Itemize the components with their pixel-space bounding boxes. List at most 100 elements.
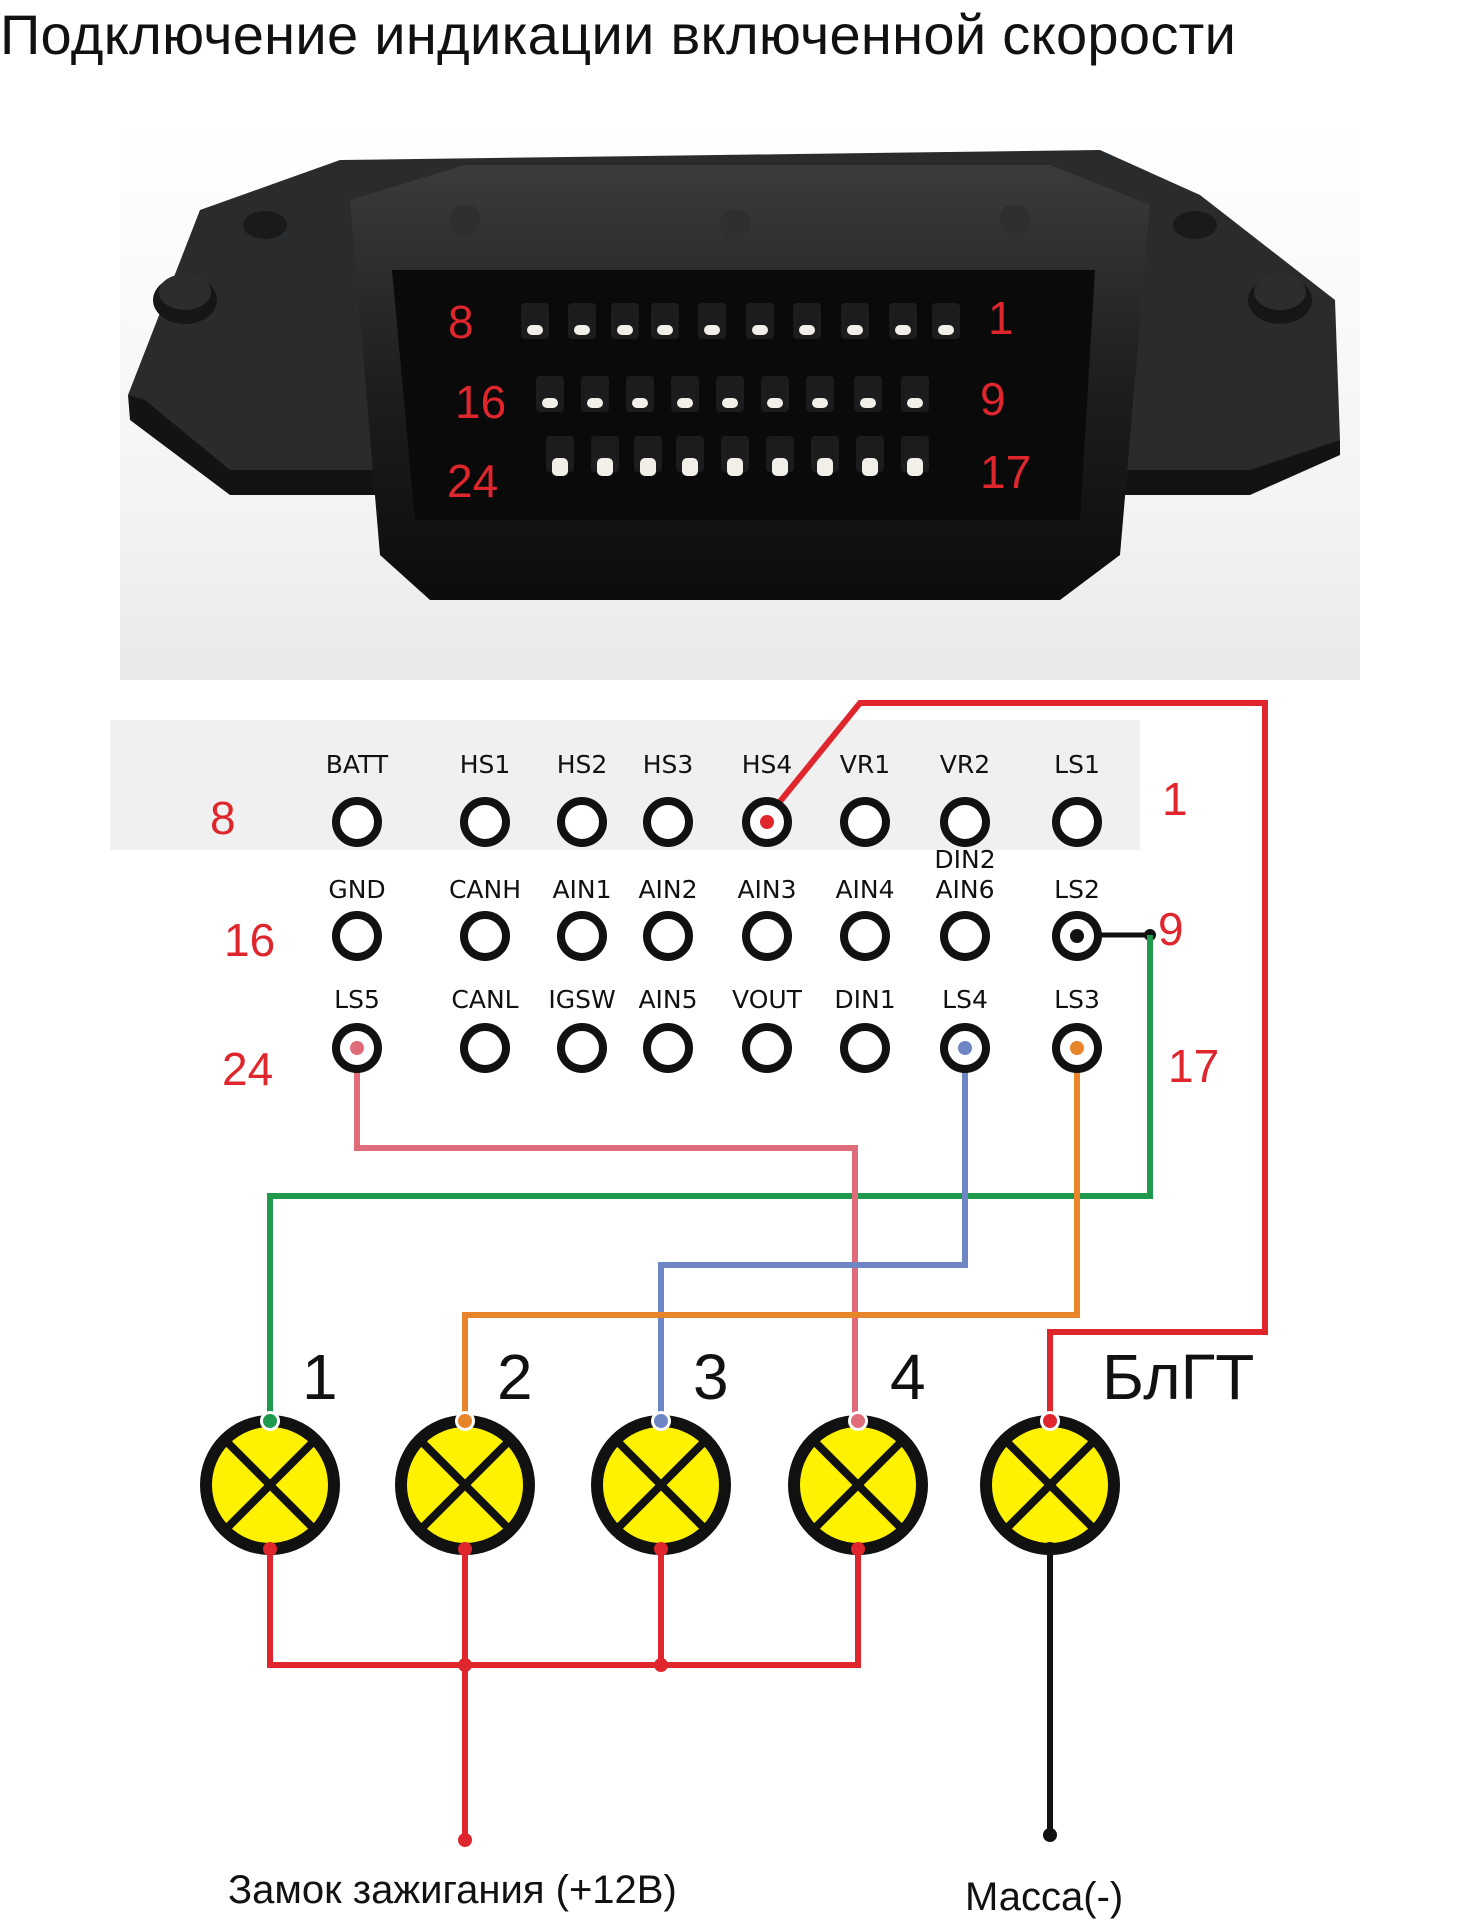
photo-pin-terminal (812, 398, 828, 408)
pin-wire-dot (958, 1041, 972, 1055)
lamp-bottom-dot (1043, 1542, 1057, 1556)
lamp-label: 3 (693, 1341, 729, 1413)
pin-label-ls5: LS5 (334, 985, 380, 1014)
lamp-bottom-dot (458, 1542, 472, 1556)
photo-label-8: 8 (448, 296, 474, 348)
pin-label-ain6: AIN6 (935, 875, 994, 904)
lamp-bottom-dot (654, 1542, 668, 1556)
photo-pin-terminal (752, 325, 768, 335)
photo-pin-terminal (617, 325, 633, 335)
pin-label-ls1: LS1 (1054, 750, 1100, 779)
photo-label-1: 1 (988, 292, 1014, 344)
row-number-9: 9 (1158, 903, 1184, 955)
photo-pin-terminal (799, 325, 815, 335)
pin-label-canl: CANL (451, 985, 518, 1014)
pin-ls1 (1052, 797, 1102, 847)
lamp-label: 4 (890, 1341, 926, 1413)
photo-pin-terminal (938, 325, 954, 335)
lamp-label: БлГТ (1102, 1341, 1254, 1413)
row-number-1: 1 (1162, 773, 1188, 825)
photo-pin-terminal (907, 458, 923, 476)
lamp-terminal-dot (851, 1414, 865, 1428)
pin-label-vr2: VR2 (940, 750, 990, 779)
photo-pin-terminal (862, 458, 878, 476)
pin-label-ls4: LS4 (942, 985, 988, 1014)
row-number-24: 24 (222, 1043, 273, 1095)
wire-orange (462, 1048, 1080, 1420)
pin-igsw (557, 1023, 607, 1073)
pin-ain2 (643, 911, 693, 961)
photo-pin-terminal (817, 458, 833, 476)
pin-label-vout: VOUT (732, 985, 803, 1014)
photo-pin-terminal (640, 458, 656, 476)
photo-pin-terminal (677, 398, 693, 408)
page-title: Подключение индикации включенной скорост… (0, 3, 1237, 66)
photo-pin-terminal (727, 458, 743, 476)
lamp-cross-line (613, 1437, 709, 1533)
pin-din2 (940, 911, 990, 961)
lamp-terminal-dot (1043, 1414, 1057, 1428)
photo-pin-terminal (704, 325, 720, 335)
wire-green (267, 935, 1153, 1420)
pin-label-hs1: HS1 (460, 750, 511, 779)
wires (267, 700, 1268, 1840)
lamp-cross-line (810, 1437, 906, 1533)
pin-hs3 (643, 797, 693, 847)
pin-vout (742, 1023, 792, 1073)
wire-pink (354, 1048, 858, 1420)
junction-dot-bus-3 (654, 1658, 668, 1672)
pin-label-ain2: AIN2 (638, 875, 697, 904)
lamp-1: 1 (200, 1341, 340, 1556)
lamp-4: 4 (788, 1341, 928, 1556)
connector-photo: 8 1 16 9 24 17 (120, 120, 1360, 680)
photo-pin-terminal (574, 325, 590, 335)
pin-label-din2: DIN2 (934, 845, 995, 874)
photo-pin-terminal (847, 325, 863, 335)
pin-label-igsw: IGSW (548, 985, 615, 1014)
photo-pin-terminal (767, 398, 783, 408)
photo-pin-terminal (527, 325, 543, 335)
lamp-3: 3 (591, 1341, 731, 1556)
lamp-bottom-dot (263, 1542, 277, 1556)
photo-pin-terminal (587, 398, 603, 408)
pin-label-canh: CANH (449, 875, 521, 904)
pin-gnd (332, 911, 382, 961)
photo-pin-terminal (657, 325, 673, 335)
lamp-terminal-dot (263, 1414, 277, 1428)
lamp-5: БлГТ (980, 1341, 1254, 1556)
pin-ain4 (840, 911, 890, 961)
pin-wire-dot (1070, 929, 1084, 943)
pin-ain5 (643, 1023, 693, 1073)
pin-din1 (840, 1023, 890, 1073)
photo-pin-terminal (907, 398, 923, 408)
row-number-17: 17 (1168, 1040, 1219, 1092)
junction-dot-bus-2 (458, 1658, 472, 1672)
wire-blue (658, 1048, 968, 1420)
row-number-16: 16 (224, 914, 275, 966)
pin-canh (460, 911, 510, 961)
ground-label: Масса(-) (965, 1875, 1123, 1919)
lamp-bottom-dot (851, 1542, 865, 1556)
pin-label-ain1: AIN1 (552, 875, 611, 904)
pin-label-din1: DIN1 (834, 985, 895, 1014)
pin-hs1 (460, 797, 510, 847)
pin-ain1 (557, 911, 607, 961)
photo-label-16: 16 (455, 376, 506, 428)
lamp-2: 2 (395, 1341, 535, 1556)
pin-wire-dot (350, 1041, 364, 1055)
pin-hs2 (557, 797, 607, 847)
photo-pin-terminal (542, 398, 558, 408)
lamp-cross-line (222, 1437, 318, 1533)
pin-label-vr1: VR1 (840, 750, 890, 779)
photo-label-24: 24 (447, 455, 498, 507)
lamp-terminal-dot (654, 1414, 668, 1428)
pin-batt (332, 797, 382, 847)
ground-terminal-dot (1043, 1828, 1057, 1842)
photo-pin-terminal (895, 325, 911, 335)
lamp-label: 1 (302, 1341, 338, 1413)
pin-wire-dot (1070, 1041, 1084, 1055)
photo-pin-terminal (682, 458, 698, 476)
photo-pin-terminal (597, 458, 613, 476)
pin-ain3 (742, 911, 792, 961)
